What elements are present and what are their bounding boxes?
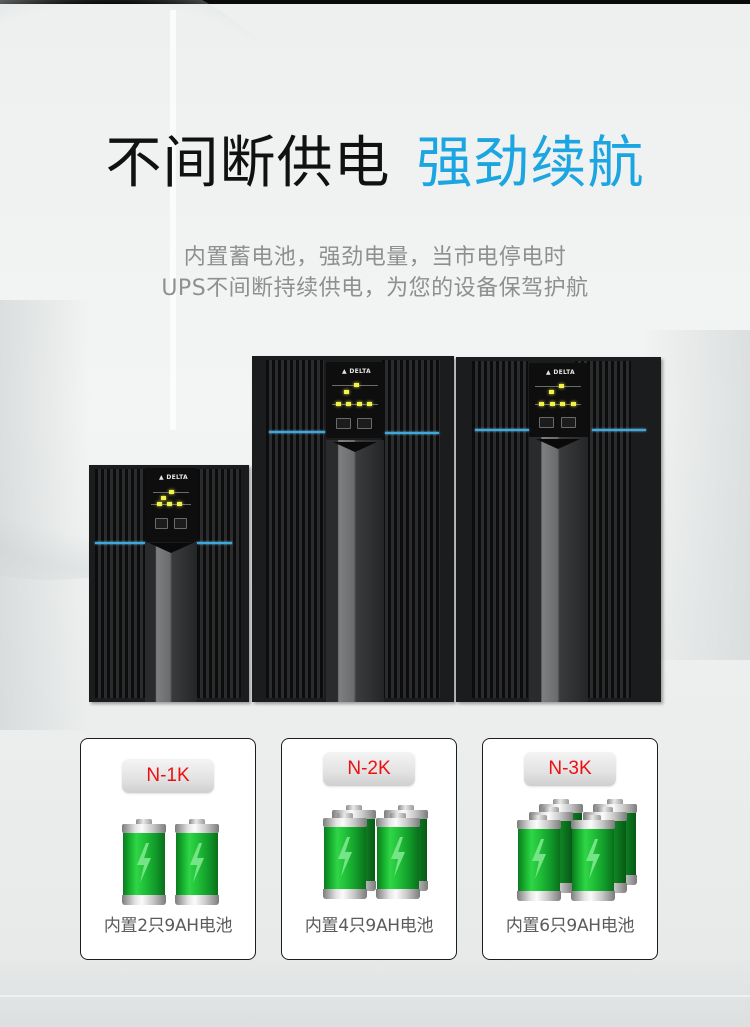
delta-logo: ▲ DELTA <box>546 369 575 376</box>
control-panel: ▲ DELTA <box>529 363 588 437</box>
background-wall <box>0 300 90 730</box>
battery-group <box>282 739 456 959</box>
ups-unit-n2k: ▲ DELTA <box>252 356 454 702</box>
headline: 不间断供电强劲续航 <box>0 128 750 200</box>
headline-dark-text: 不间断供电 <box>105 131 391 196</box>
model-badge: N-1K <box>122 759 214 793</box>
off-button <box>561 417 576 428</box>
battery-group <box>483 739 657 959</box>
ups-unit-n1k: ▲ DELTA <box>89 465 249 702</box>
on-test-button <box>336 418 351 429</box>
model-badge: N-2K <box>323 752 415 786</box>
battery-icon <box>517 815 561 902</box>
battery-icon <box>376 813 420 900</box>
model-card-n1k: N-1K 内置2只9AH电池 <box>80 738 256 960</box>
battery-icon <box>323 813 367 900</box>
headline-blue-text: 强劲续航 <box>416 131 645 196</box>
background-floor <box>0 960 750 1027</box>
model-badge: N-3K <box>524 752 616 786</box>
battery-icon <box>571 815 615 902</box>
subtitle-line-1: 内置蓄电池，强劲电量，当市电停电时 <box>183 245 567 270</box>
battery-caption: 内置2只9AH电池 <box>103 916 233 936</box>
on-test-button <box>539 417 554 428</box>
off-button <box>357 418 372 429</box>
ups-unit-n3k: ▲ DELTA <box>456 357 661 702</box>
model-card-n2k: N-2K 内置4只9AH电池 <box>281 738 457 960</box>
subtitle-line-2: UPS不间断持续供电，为您的设备保驾护航 <box>161 276 589 301</box>
off-button <box>174 518 187 529</box>
control-panel: ▲ DELTA <box>145 468 197 542</box>
battery-icon <box>175 819 219 906</box>
battery-group <box>81 739 255 959</box>
battery-caption: 内置4只9AH电池 <box>304 916 434 936</box>
battery-icon <box>122 819 166 906</box>
background-floor-line <box>0 995 750 997</box>
background-pillar <box>170 10 176 430</box>
delta-logo: ▲ DELTA <box>342 368 371 375</box>
delta-logo: ▲ DELTA <box>159 474 188 481</box>
subtitle: 内置蓄电池，强劲电量，当市电停电时 UPS不间断持续供电，为您的设备保驾护航 <box>0 242 750 304</box>
top-border <box>0 0 750 4</box>
model-card-n3k: N-3K 内置6只9AH电池 <box>482 738 658 960</box>
control-panel: ▲ DELTA <box>326 362 384 438</box>
battery-caption: 内置6只9AH电池 <box>505 916 635 936</box>
on-test-button <box>155 518 168 529</box>
